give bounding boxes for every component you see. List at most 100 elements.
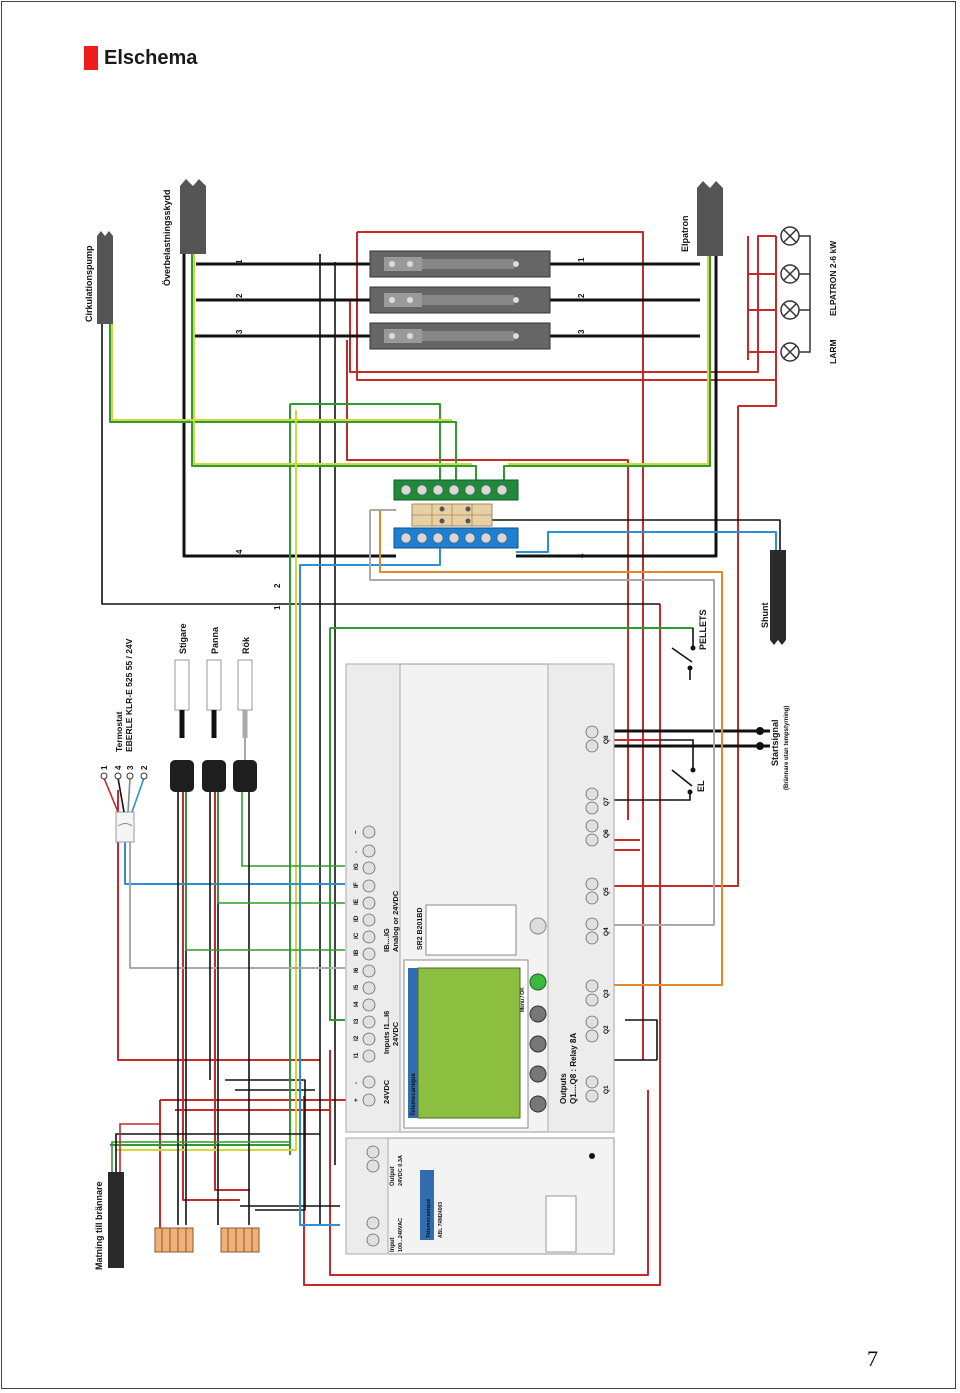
input-terminal-label: I1 — [353, 1052, 360, 1058]
wire-number: 2 — [273, 583, 282, 588]
heater-element-3 — [369, 322, 551, 350]
heater-element-1 — [369, 250, 551, 278]
output-terminal-label: Q2 — [603, 1025, 610, 1034]
wire-gray — [129, 830, 345, 969]
plc-button[interactable] — [529, 1035, 547, 1053]
startsignal-terminal-1 — [756, 727, 764, 735]
heading-marker — [84, 46, 98, 70]
output-terminal-label: Q1 — [603, 1085, 610, 1094]
plc-ok-button[interactable] — [529, 973, 547, 991]
terminal-block-blue — [393, 527, 519, 549]
wire-gray — [369, 510, 715, 926]
lamp-elpatron-1-icon — [780, 226, 800, 246]
sensor-panna — [202, 659, 226, 792]
psu-input-sub: 100...240VAC — [398, 1218, 404, 1252]
elpatron-cable — [697, 181, 723, 256]
wire-number: 3 — [235, 329, 244, 334]
wire-green — [191, 250, 477, 490]
plc-button[interactable] — [529, 1065, 547, 1083]
input-terminal-label: ~ — [353, 830, 360, 834]
wire-green — [290, 403, 441, 490]
lamp-elpatron-3-icon — [780, 300, 800, 320]
plc-button[interactable] — [529, 1095, 547, 1113]
plc-label-inputs-ib-ig-sub: Analog or 24VDC — [391, 890, 400, 952]
plc-label-outputs-sub: Q1....Q8 : Relay 8A — [569, 1033, 578, 1104]
plc-label-outputs: Outputs — [559, 1073, 568, 1104]
label-startsignal: Startsignal — [770, 719, 780, 766]
label-stigare: Stigare — [178, 623, 188, 654]
page-heading: Elschema — [84, 46, 197, 70]
label-overbelastningsskydd: Överbelastningsskydd — [162, 189, 172, 286]
plc-controller — [345, 663, 615, 1133]
plc-model: SR2 B201BD — [417, 908, 424, 950]
wire-number: 1 — [577, 257, 586, 262]
wago-connector-2 — [220, 1227, 260, 1253]
wire-red — [612, 406, 739, 887]
plc-button[interactable] — [529, 1005, 547, 1023]
label-pellets: PELLETS — [698, 609, 708, 650]
wire-orange — [379, 510, 723, 986]
termostat-wire-number: 1 — [100, 765, 109, 770]
psu-output: Output — [390, 1166, 396, 1186]
wire-number: 2 — [577, 293, 586, 298]
wire-black — [182, 250, 396, 558]
input-terminal-label: - — [353, 1082, 360, 1084]
wire-blue — [124, 830, 345, 885]
wire-red — [159, 1099, 360, 1230]
page-number: 7 — [867, 1346, 878, 1371]
wire-green — [503, 250, 711, 490]
plc-label-inputs-i1-i6: Inputs I1...I6 — [382, 1011, 391, 1054]
heater-element-2 — [369, 286, 551, 314]
label-elpatron-kw: ELPATRON 2-6 kW — [828, 240, 838, 316]
input-terminal-label: IC — [353, 932, 360, 939]
terminal-block-green — [393, 479, 519, 501]
input-terminal-label: ID — [353, 915, 360, 922]
wire-blue — [299, 548, 441, 1226]
label-termostat: Termostat — [114, 711, 124, 752]
wire-red — [738, 352, 777, 407]
plc-label-inputs-ib-ig: IB....IG — [382, 928, 391, 952]
wire-red — [349, 235, 776, 373]
input-terminal-label: - — [353, 851, 360, 853]
wire-black-thin — [625, 1019, 658, 1060]
plc-lcd-display — [417, 967, 521, 1119]
terminal-block-beige — [411, 503, 493, 527]
power-supply — [345, 1137, 615, 1255]
psu-brand: Telemecanique — [426, 1199, 432, 1238]
wire-red — [329, 1050, 649, 1276]
psu-model: ABL 7RM24003 — [438, 1202, 444, 1238]
termostat-connector — [115, 811, 135, 843]
cirkulationspump-cable — [97, 231, 113, 324]
wire-green — [110, 1144, 291, 1155]
label-shunt: Shunt — [760, 603, 770, 629]
overbelastningsskydd-cable — [180, 179, 206, 254]
label-matning: Matning till brännare — [94, 1181, 104, 1270]
wire-yellow — [115, 410, 297, 1151]
label-elpatron: Elpatron — [680, 215, 690, 252]
sensor-stigare — [170, 659, 194, 792]
wire-red — [303, 604, 661, 1286]
matning-cable — [108, 1172, 124, 1268]
input-terminal-label: I3 — [353, 1018, 360, 1024]
wire-red — [117, 790, 320, 1061]
input-terminal-label: I2 — [353, 1035, 360, 1041]
wire-red — [357, 231, 644, 1060]
plc-menu-ok: Menu / OK — [520, 987, 526, 1012]
wire-number: 2 — [235, 293, 244, 298]
wire-number: 3 — [577, 329, 586, 334]
wire-yellow — [508, 252, 709, 465]
wire-red — [182, 790, 240, 1201]
input-terminal-label: I6 — [353, 967, 360, 973]
page-title: Elschema — [104, 46, 198, 69]
lamp-larm-icon — [780, 342, 800, 362]
wire-number: 1 — [273, 605, 282, 610]
wire-green — [109, 322, 457, 490]
input-terminal-label: I4 — [353, 1001, 360, 1007]
wire-red — [356, 232, 777, 381]
sensor-rok — [233, 659, 257, 792]
output-terminal-label: Q8 — [603, 735, 610, 744]
output-terminal-label: Q5 — [603, 887, 610, 896]
wire-red — [346, 340, 629, 820]
